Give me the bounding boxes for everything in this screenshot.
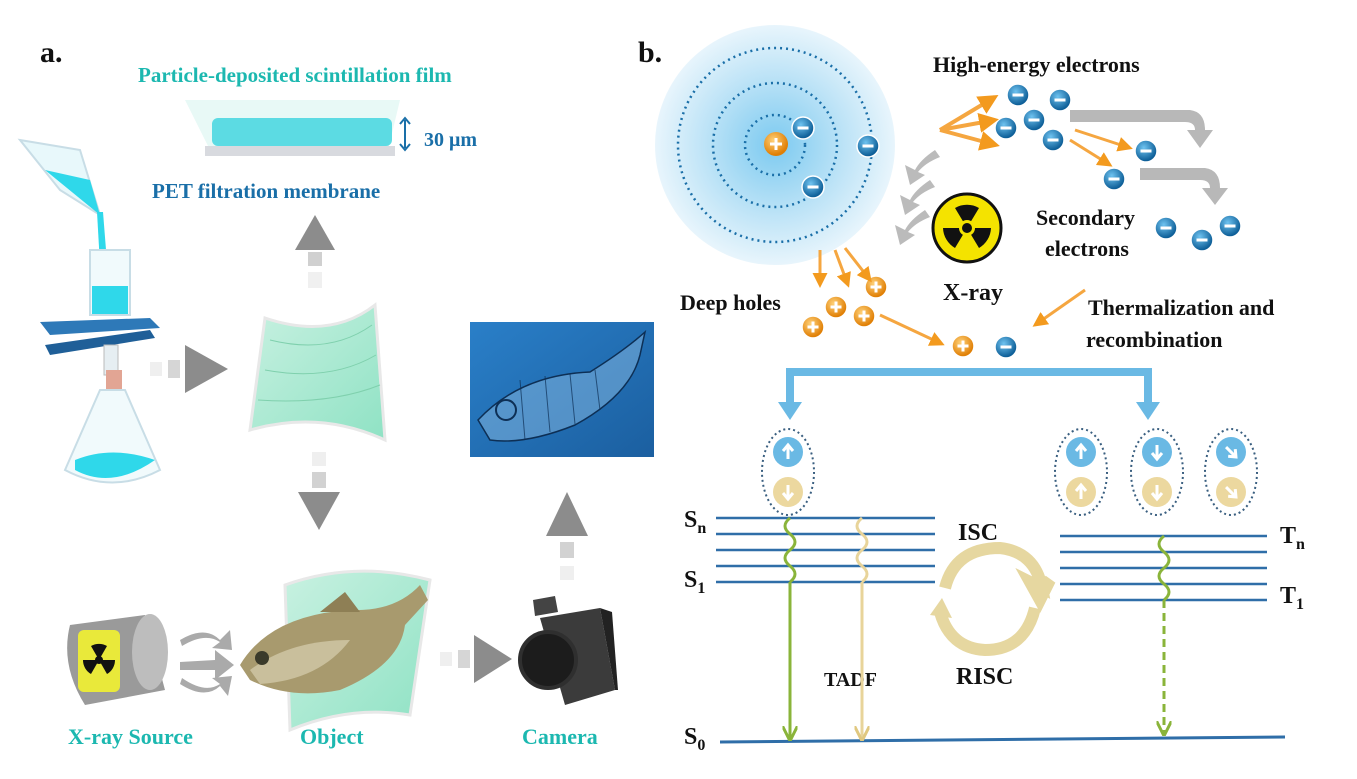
tadf-label: TADF xyxy=(824,669,877,691)
electron-group xyxy=(791,83,1242,359)
isc-risc-cycle xyxy=(930,541,1056,657)
membrane-label: PET filtration membrane xyxy=(152,179,380,203)
electron xyxy=(791,116,815,140)
emission-paths xyxy=(785,516,1169,738)
hole xyxy=(864,275,888,299)
arrow-right-to-film xyxy=(150,345,228,393)
scintillation-film-closeup xyxy=(185,100,411,156)
electron xyxy=(1022,108,1046,132)
sn-label: Sn xyxy=(684,507,706,537)
spin-pair xyxy=(761,428,815,516)
source-label: X-ray Source xyxy=(68,724,193,749)
panel-b-label: b. xyxy=(638,36,662,69)
ionization-arrows xyxy=(812,94,1133,346)
arrow-up-to-image xyxy=(546,492,588,580)
fish-photo xyxy=(240,585,428,694)
recombination-bracket xyxy=(778,368,1160,420)
object-fish xyxy=(240,569,432,733)
electron xyxy=(1190,228,1214,252)
s1-label: S1 xyxy=(684,567,705,597)
thermalization-label-1: Thermalization and xyxy=(1088,295,1274,320)
object-label: Object xyxy=(300,724,364,749)
electron xyxy=(1006,83,1030,107)
arrow-right-to-camera xyxy=(440,635,512,683)
spin-states xyxy=(761,428,1258,516)
electron xyxy=(994,335,1018,359)
hole xyxy=(801,315,825,339)
tn-label: Tn xyxy=(1280,523,1305,553)
flexible-film xyxy=(248,302,387,443)
high-energy-label: High-energy electrons xyxy=(933,52,1140,77)
camera-label: Camera xyxy=(522,724,598,749)
risc-label: RISC xyxy=(956,664,1013,690)
camera-icon xyxy=(518,596,618,705)
electron xyxy=(1218,214,1242,238)
electron xyxy=(1134,139,1158,163)
isc-label: ISC xyxy=(958,520,998,546)
arrow-up-to-film xyxy=(295,215,335,288)
xray-source xyxy=(67,614,168,705)
electron xyxy=(1048,88,1072,112)
atom xyxy=(655,25,895,265)
xray-label: X-ray xyxy=(943,280,1003,306)
electron xyxy=(801,175,825,199)
electron xyxy=(994,116,1018,140)
spin-pair xyxy=(1054,428,1108,516)
hole xyxy=(824,295,848,319)
hole xyxy=(951,334,975,358)
hole-group xyxy=(801,275,975,358)
electron xyxy=(1154,216,1178,240)
xray-beam-arrows xyxy=(180,630,234,696)
deep-holes-label: Deep holes xyxy=(680,290,781,315)
fish-xray-image xyxy=(470,322,654,457)
thermalization-label-2: recombination xyxy=(1086,327,1222,352)
film-title: Particle-deposited scintillation film xyxy=(138,63,452,87)
s0-label: S0 xyxy=(684,724,705,754)
thickness-label: 30 μm xyxy=(424,129,477,151)
spin-pair xyxy=(1130,428,1184,516)
radiation-icon xyxy=(931,192,1003,264)
arrow-down-to-object xyxy=(298,452,340,530)
xray-wave-arrows xyxy=(895,150,940,245)
t1-label: T1 xyxy=(1280,583,1304,613)
hole xyxy=(852,304,876,328)
nucleus-hole xyxy=(764,132,788,156)
secondary-label-2: electrons xyxy=(1045,236,1129,261)
level-s0 xyxy=(719,735,1286,744)
funnel-flask xyxy=(17,138,162,484)
electron xyxy=(856,134,880,158)
electron xyxy=(1041,128,1065,152)
spin-pair xyxy=(1204,428,1258,516)
cascade-arrows xyxy=(1070,110,1228,205)
secondary-label-1: Secondary xyxy=(1036,205,1135,230)
electron xyxy=(1102,167,1126,191)
panel-a-label: a. xyxy=(40,36,63,69)
radiation-icon xyxy=(82,643,116,674)
